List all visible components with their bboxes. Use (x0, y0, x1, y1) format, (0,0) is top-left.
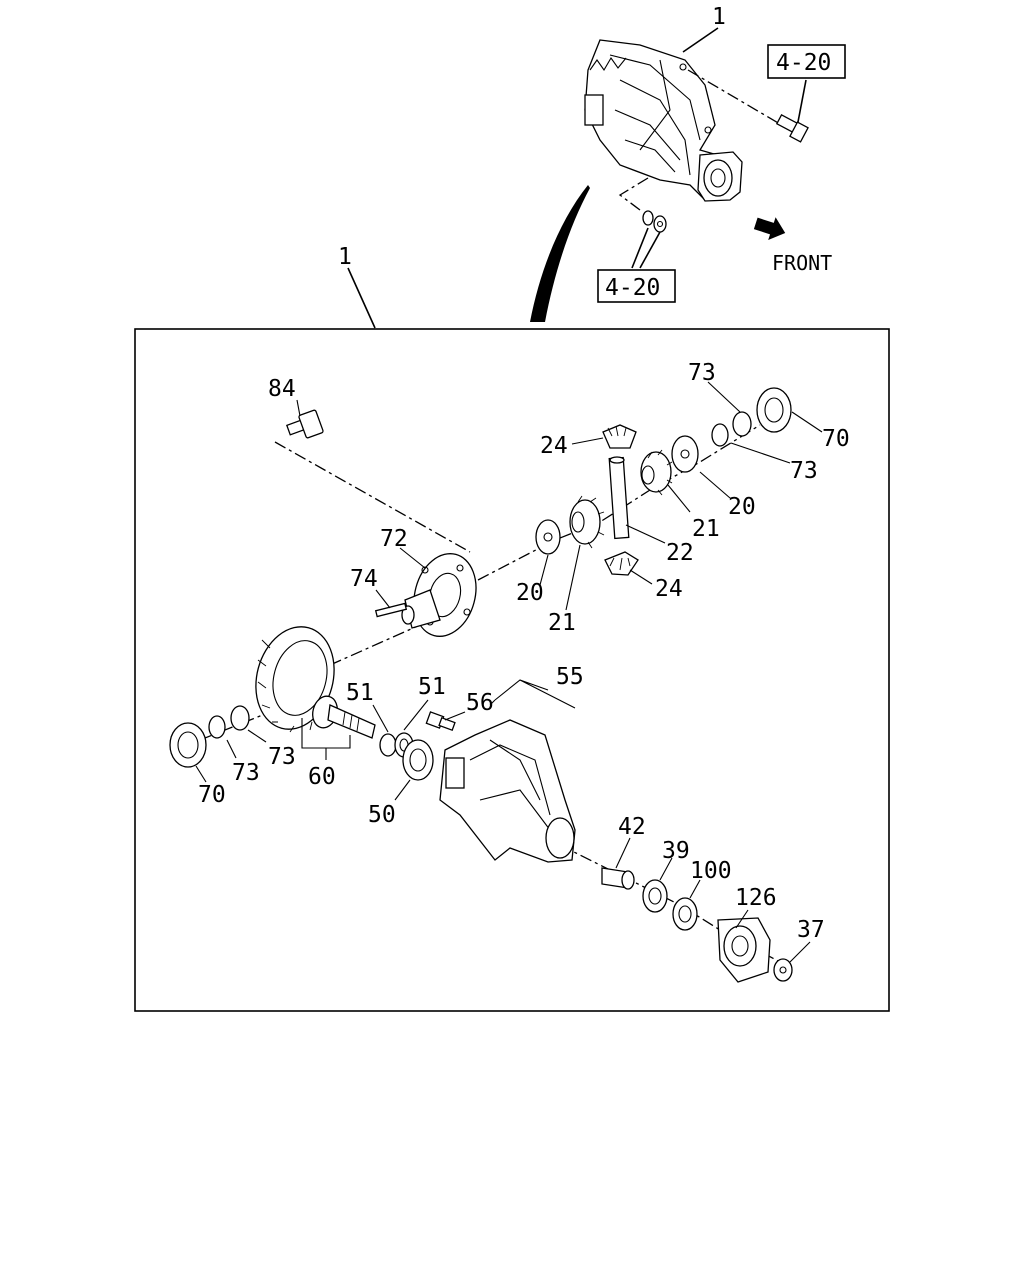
oil-seal-100-icon (672, 897, 698, 931)
flange-126-icon (717, 917, 771, 983)
nut-leader (618, 177, 649, 211)
bearing-50-icon (402, 739, 434, 781)
ref-label-upper: 4-20 (776, 50, 831, 76)
part-label-73-right: 73 (790, 458, 818, 484)
part-label-24-top: 24 (540, 433, 568, 459)
part-label-70-bottom: 70 (198, 782, 226, 808)
detail-box-frame (134, 328, 890, 1012)
shim-73c-icon (208, 715, 226, 739)
shim-73a-icon (732, 411, 752, 437)
part-label-22: 22 (666, 540, 694, 566)
nut-washer-icon (642, 210, 667, 233)
top-assembly-illustration (584, 39, 743, 202)
collapsible-spacer-51a-icon (379, 733, 397, 757)
bearing-70-right-icon (756, 387, 792, 433)
front-arrow-icon (753, 217, 786, 241)
bearing-39-icon (642, 879, 668, 913)
part-label-39: 39 (662, 838, 690, 864)
detail-pointer-arrow (530, 185, 590, 322)
axis-line-bolt (274, 441, 471, 553)
bearing-70-left-icon (169, 722, 207, 768)
front-direction-label: FRONT (772, 251, 832, 275)
part-label-21-right: 21 (692, 516, 720, 542)
axis-line-middle (329, 624, 421, 666)
differential-case-icon (401, 553, 477, 637)
top-callout-leader (682, 27, 719, 53)
pinion-gear-icon (312, 695, 376, 739)
part-label-24-bottom: 24 (655, 576, 683, 602)
leader-lines (195, 381, 823, 963)
part-label-73-lower-left: 73 (232, 760, 260, 786)
thrust-washer-20-upper-icon (671, 435, 699, 473)
side-gear-21-lower-icon (569, 495, 605, 549)
shim-73d-icon (230, 705, 250, 731)
part-label-73-lower-right: 73 (268, 744, 296, 770)
part-label-20-left: 20 (516, 580, 544, 606)
part-label-50: 50 (368, 802, 396, 828)
detail-callout-number: 1 (338, 244, 352, 270)
part-label-73-top: 73 (688, 360, 716, 386)
carrier-housing-icon (439, 719, 576, 863)
pinion-gear-24-upper-icon (602, 424, 637, 449)
detail-callout-leader (347, 267, 376, 329)
part-label-126: 126 (735, 885, 777, 911)
part-label-74: 74 (350, 566, 378, 592)
cross-shaft-22-icon (608, 456, 630, 540)
ref-label-lower: 4-20 (605, 275, 660, 301)
shim-73b-icon (711, 423, 729, 447)
part-label-84: 84 (268, 376, 296, 402)
part-label-37: 37 (797, 917, 825, 943)
bolt-leader (687, 69, 781, 125)
part-label-51-right: 51 (418, 674, 446, 700)
bolt-icon (775, 114, 809, 143)
part-label-72: 72 (380, 526, 408, 552)
part-label-70-top: 70 (822, 426, 850, 452)
ring-gear-icon (255, 626, 335, 733)
nut-37-icon (773, 958, 793, 982)
part-label-21-left: 21 (548, 610, 576, 636)
side-gear-21-upper-icon (640, 449, 673, 496)
part-label-20-right: 20 (728, 494, 756, 520)
part-label-56: 56 (466, 690, 494, 716)
ref-box-lower (597, 269, 676, 303)
spacer-42-icon (601, 867, 635, 890)
ref-box-upper (767, 44, 846, 79)
thrust-washer-20-lower-icon (535, 519, 561, 555)
part-label-55: 55 (556, 664, 584, 690)
part-label-51-left: 51 (346, 680, 374, 706)
part-label-42: 42 (618, 814, 646, 840)
bolt-56-icon (425, 711, 456, 731)
pin-74-icon (374, 602, 408, 618)
top-callout-number: 1 (712, 4, 726, 30)
part-label-100: 100 (690, 858, 732, 884)
pinion-gear-24-lower-icon (604, 551, 639, 576)
bolt-84-icon (285, 409, 324, 439)
part-label-60: 60 (308, 764, 336, 790)
